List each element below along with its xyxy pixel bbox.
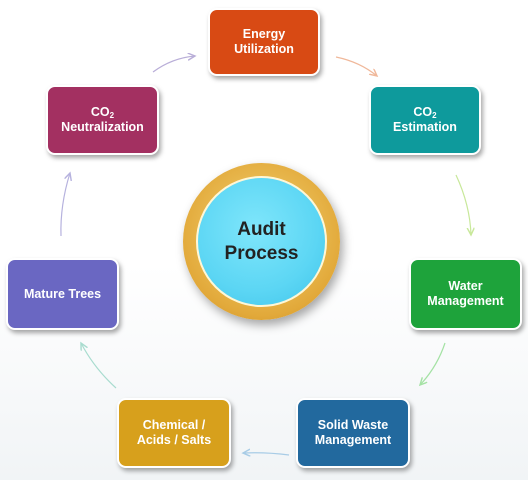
node-label-line2: Utilization — [234, 42, 294, 56]
node-label-line1: CO — [90, 105, 110, 119]
center-title-line2: Process — [224, 242, 299, 264]
node-label-subscript: 2 — [109, 111, 115, 120]
node-label-line2: Neutralization — [61, 120, 144, 134]
center-circle: Audit Process — [196, 176, 327, 307]
arrow-energy-to-co2-estimation — [335, 56, 377, 76]
node-label-line2: Estimation — [393, 120, 457, 134]
node-label-line2: Acids / Salts — [136, 433, 212, 447]
node-label-line1: Solid Waste — [317, 418, 389, 432]
node-chemical-acids-salts: Chemical / Acids / Salts — [117, 398, 231, 468]
node-water-management: Water Management — [409, 258, 522, 330]
node-co2-neutralization: CO2 Neutralization — [46, 85, 159, 155]
arrow-solid-waste-to-chemical — [243, 453, 290, 455]
arrow-co2-estimation-to-water — [455, 174, 471, 235]
node-label-line1: CO — [413, 105, 433, 119]
arrow-co2-neutralization-to-energy — [152, 56, 195, 73]
node-mature-trees: Mature Trees — [6, 258, 119, 330]
node-label-line2: Management — [427, 294, 504, 308]
node-label-line1: Chemical / — [142, 418, 206, 432]
node-energy-utilization: Energy Utilization — [208, 8, 320, 76]
center-title-line1: Audit — [237, 218, 286, 240]
arrow-chemical-to-mature-trees — [81, 343, 117, 389]
arrow-mature-trees-to-co2-neutralization — [60, 173, 70, 237]
arrow-water-to-solid-waste — [420, 342, 446, 385]
node-label-line1: Mature Trees — [23, 286, 102, 301]
node-solid-waste-management: Solid Waste Management — [296, 398, 410, 468]
node-label-subscript: 2 — [432, 111, 437, 120]
node-co2-estimation: CO2 Estimation — [369, 85, 481, 155]
node-label-line2: Management — [314, 433, 392, 447]
node-label-line1: Energy — [242, 27, 286, 41]
node-label-line1: Water — [448, 279, 483, 293]
